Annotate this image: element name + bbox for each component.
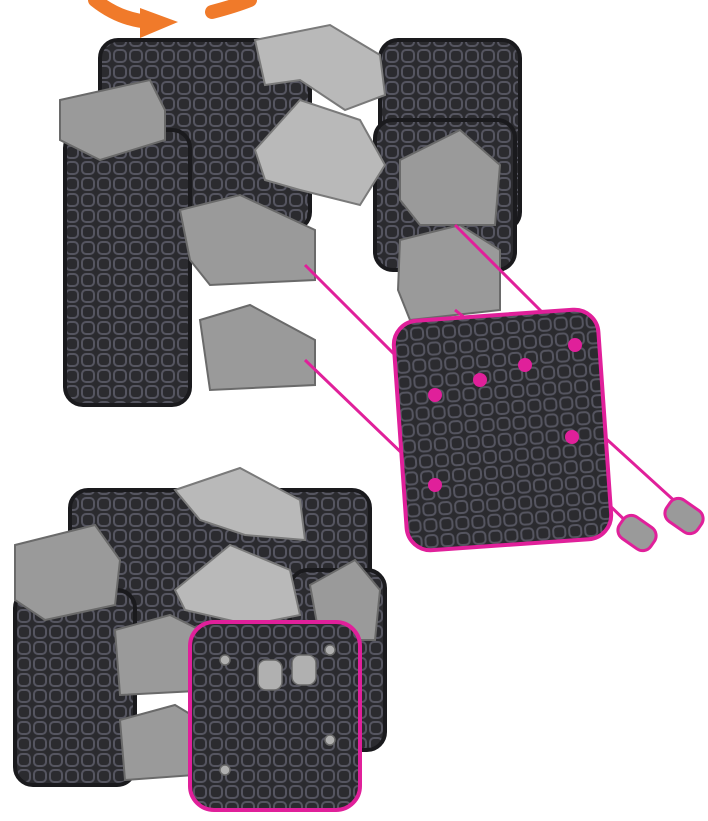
pin-hole-marker xyxy=(473,373,487,387)
assembled-view xyxy=(15,468,385,810)
pin-hole-marker xyxy=(518,358,532,372)
corner-bracket xyxy=(15,525,120,620)
peg xyxy=(220,765,230,775)
peg xyxy=(325,645,335,655)
peg xyxy=(325,735,335,745)
connector-pin xyxy=(258,660,282,690)
corner-bracket xyxy=(200,305,315,390)
pin-hole-marker xyxy=(428,388,442,402)
grid-panel xyxy=(65,130,190,405)
rotate-arrow-icon xyxy=(95,0,250,38)
connector-pin xyxy=(292,655,316,685)
exploded-view xyxy=(60,25,707,555)
pin-hole-marker xyxy=(428,478,442,492)
pin-hole-marker xyxy=(568,338,582,352)
peg xyxy=(220,655,230,665)
pin-hole-marker xyxy=(565,430,579,444)
connector-pin xyxy=(661,494,707,537)
grid-panel xyxy=(15,590,135,785)
